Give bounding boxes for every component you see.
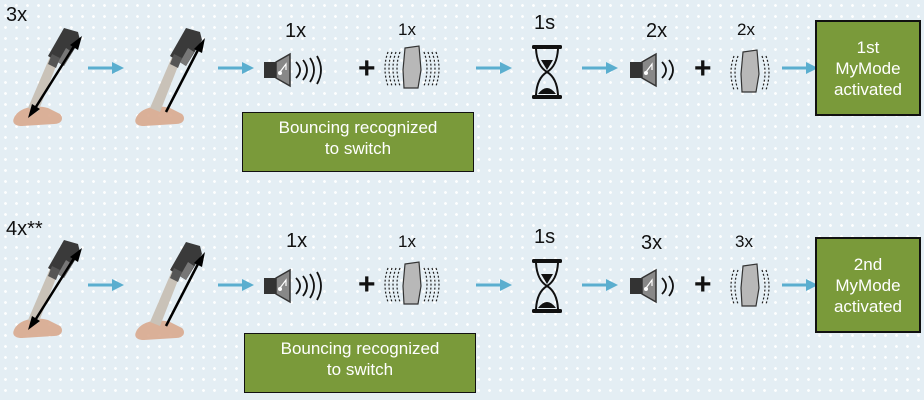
hourglass-icon [532,259,562,313]
vibration-icon [384,261,440,305]
result-line: 1st [856,37,880,57]
vibration-icon [384,45,440,89]
row-1: 3x 1x + 1x 1s 2x [6,4,921,172]
result-line: MyMode [835,58,901,78]
plus-sign: + [694,52,712,85]
note-line: to switch [326,360,394,379]
speaker-icon [630,268,674,304]
result-line: activated [833,296,903,316]
note-line: Bouncing recognized [280,339,440,358]
prosthetic-leg-icon [135,242,202,340]
arrow-right-icon [476,62,512,74]
vibration-count: 2x [737,20,755,39]
vibration-count: 1x [398,232,416,251]
result-line: MyMode [835,275,901,295]
arrow-right-icon [582,279,618,291]
wait-label: 1s [534,226,556,248]
row-2: 4x** 1x + 1x 1s 3x [0,200,924,400]
vibration-icon [730,49,770,93]
note-line: Bouncing recognized [278,118,438,137]
note-box: Bouncing recognized to switch [244,333,476,393]
sound-count: 1x [285,20,307,42]
repeat-label: 4x** [6,218,43,240]
prosthetic-leg-icon [13,240,80,338]
vibration-count: 1x [398,20,416,39]
result-line: 2nd [853,254,883,274]
plus-sign: + [358,52,376,85]
repeat-label: 3x [6,4,28,26]
arrow-right-icon [218,62,254,74]
result-box: 1st MyMode activated [815,20,921,116]
wait-label: 1s [534,12,556,34]
note-box: Bouncing recognized to switch [242,112,474,172]
arrow-right-icon [218,279,254,291]
arrow-right-icon [88,62,124,74]
speaker-icon [264,268,322,304]
vibration-count: 3x [735,232,753,251]
note-line: to switch [324,139,392,158]
hourglass-icon [532,45,562,99]
plus-sign: + [694,268,712,301]
plus-sign: + [358,268,376,301]
arrow-right-icon [476,279,512,291]
double-arrow-icon [28,36,82,118]
double-arrow-icon [28,248,82,330]
arrow-icon [164,38,205,113]
arrow-right-icon [582,62,618,74]
arrow-right-icon [88,279,124,291]
prosthetic-leg-icon [13,28,80,126]
prosthetic-leg-icon [135,28,202,126]
result-box: 2nd MyMode activated [815,237,921,333]
arrow-right-icon [782,279,818,291]
result-line: activated [833,79,903,99]
arrow-icon [164,252,205,327]
sound-count: 3x [641,232,663,254]
arrow-right-icon [782,62,818,74]
speaker-icon [264,52,322,88]
sound-count: 2x [646,20,668,42]
vibration-icon [730,263,770,307]
sound-count: 1x [286,230,308,252]
speaker-icon [630,52,674,88]
